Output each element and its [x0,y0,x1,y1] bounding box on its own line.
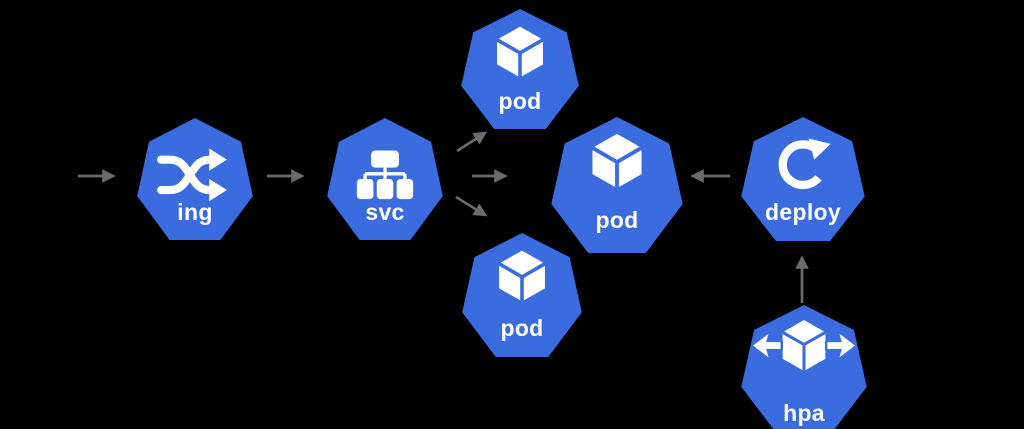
node-label: deploy [765,198,841,225]
scale-cube-icon [751,320,857,372]
shuffle-icon [157,148,227,202]
node-deploy: deploy [740,117,866,241]
node-label: hpa [783,399,825,426]
node-pod-bottom: pod [461,233,583,357]
right-arrow [824,331,857,360]
sitemap-icon [356,150,414,200]
edge-svc-to-pod-bottom [455,195,488,217]
cube-icon [496,26,544,78]
node-ing: ing [136,118,254,240]
left-arrow [751,331,784,360]
node-pod-middle: pod [550,117,684,253]
circular-arrow-icon [778,138,831,190]
node-label: ing [177,198,213,225]
heptagon-shape [741,117,865,241]
node-hpa: hpa [740,305,868,429]
node-svc: svc [326,118,444,240]
edge-svc-to-pod-top [456,131,488,153]
node-label: svc [365,198,405,225]
cube-icon [591,133,643,189]
node-pod-top: pod [460,9,580,129]
cube-icon [498,250,546,302]
node-label: pod [595,206,639,233]
node-label: pod [500,314,544,341]
node-label: pod [498,88,542,115]
